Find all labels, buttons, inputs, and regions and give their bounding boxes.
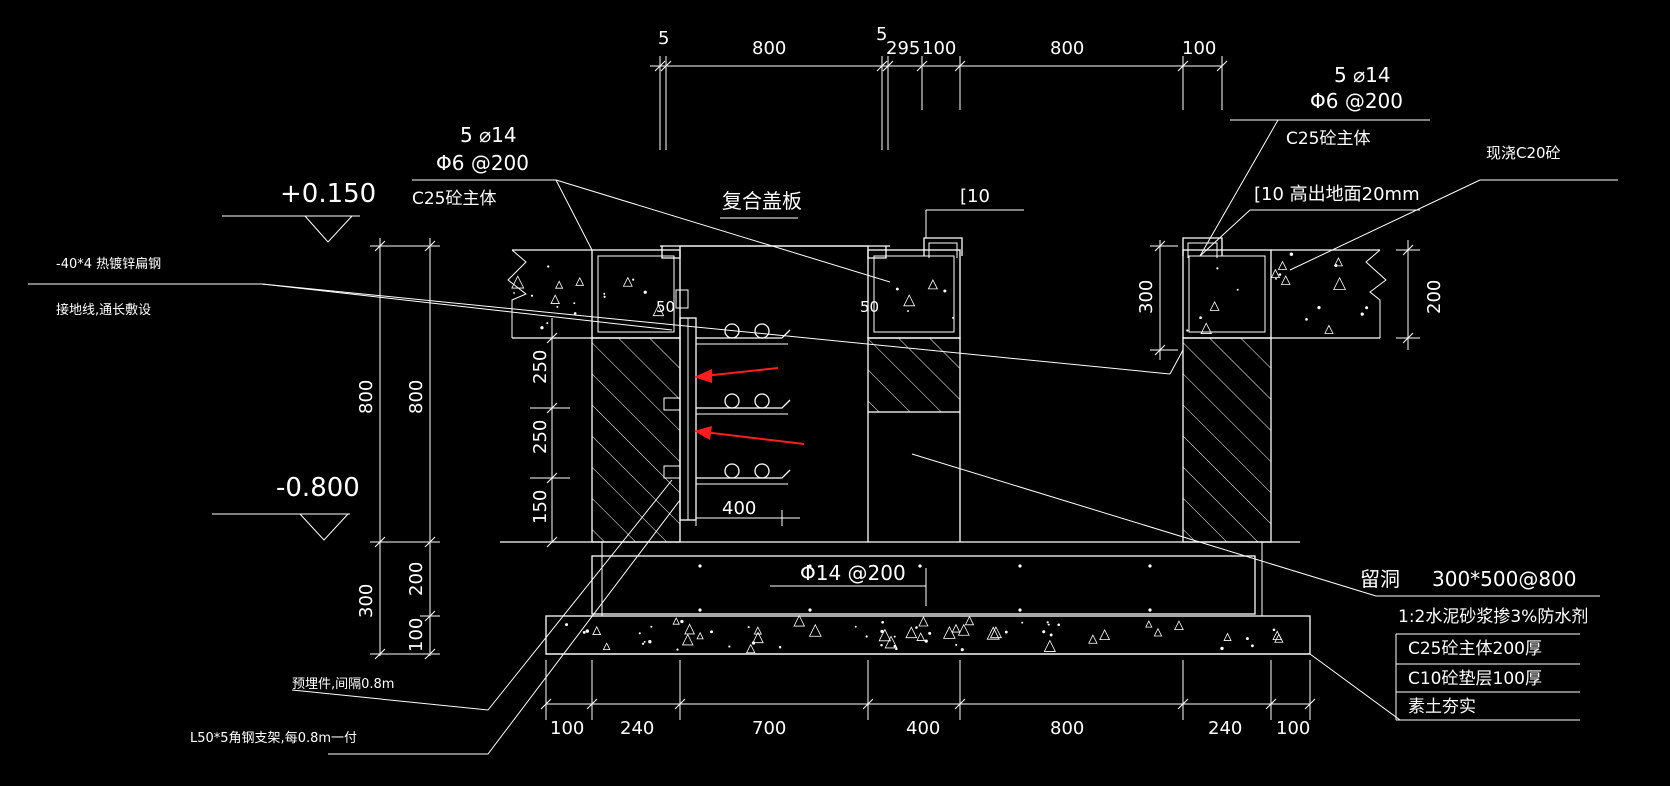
left-rebar-main: 5 ⌀14 bbox=[460, 123, 517, 147]
embedded-part-label: 预埋件,间隔0.8m bbox=[292, 677, 394, 692]
right-wall-hatch bbox=[1182, 337, 1272, 543]
opening-label: 留洞 bbox=[1360, 567, 1400, 591]
left-rebar-callout: 5 ⌀14 Φ6 @200 C25砼主体 bbox=[412, 123, 529, 209]
middle-pier-hatch bbox=[867, 337, 961, 413]
right-rebar-stirrup: Φ6 @200 bbox=[1310, 89, 1403, 113]
right-channel-label: [10 高出地面20mm bbox=[1254, 184, 1420, 205]
flat-steel-label: -40*4 热镀锌扁钢 bbox=[56, 256, 161, 272]
concrete-aggregate bbox=[511, 252, 1369, 654]
bot-dim-800: 800 bbox=[1050, 718, 1084, 739]
channel-steel-label: [10 bbox=[960, 186, 990, 207]
right-dim-200: 200 bbox=[1424, 280, 1445, 314]
cover-plate-label: 复合盖板 bbox=[722, 189, 802, 213]
bot-dim-100b: 100 bbox=[1276, 718, 1310, 739]
inner-dim-250a: 250 bbox=[530, 350, 551, 384]
bot-dim-700: 700 bbox=[752, 718, 786, 739]
left-rebar-stirrup: Φ6 @200 bbox=[436, 151, 529, 175]
right-rebar-callout: 5 ⌀14 Φ6 @200 C25砼主体 [10 高出地面20mm 现浇C20砼 bbox=[1254, 63, 1561, 205]
left-dim-800-outer: 800 bbox=[356, 380, 377, 414]
top-dim-5b: 5 bbox=[876, 24, 887, 45]
top-dim-800b: 800 bbox=[1050, 38, 1084, 59]
component-labels: 复合盖板 [10 -40*4 热镀锌扁钢 接地线,通长敷设 预埋件,间隔0.8m… bbox=[56, 186, 1577, 746]
left-wall-hatch bbox=[591, 337, 681, 543]
layer-soil: 素土夯实 bbox=[1408, 697, 1476, 717]
elevation-bottom: -0.800 bbox=[276, 473, 360, 503]
right-rebar-main: 5 ⌀14 bbox=[1334, 63, 1391, 87]
left-dim-100: 100 bbox=[406, 618, 427, 652]
ground-wire-label: 接地线,通长敷设 bbox=[56, 302, 151, 318]
right-concrete-label: C25砼主体 bbox=[1286, 129, 1371, 149]
trench-structure bbox=[500, 237, 1387, 655]
layer-legend: 1:2水泥砂浆掺3%防水剂 C25砼主体200厚 C10砼垫层100厚 素土夯实 bbox=[1398, 607, 1588, 717]
top-dimension-labels: 5 800 5 295 100 800 100 bbox=[658, 24, 1216, 59]
top-dim-295: 295 bbox=[886, 38, 920, 59]
vertical-dimension-labels: 800 800 300 200 100 250 250 150 300 200 … bbox=[356, 280, 1445, 652]
top-dim-100a: 100 bbox=[922, 38, 956, 59]
layer-c10: C10砼垫层100厚 bbox=[1408, 669, 1542, 689]
left-dim-300: 300 bbox=[356, 584, 377, 618]
bot-dim-240a: 240 bbox=[620, 718, 654, 739]
top-dim-100b: 100 bbox=[1182, 38, 1216, 59]
left-dim-800-inner: 800 bbox=[406, 380, 427, 414]
left-dim-200: 200 bbox=[406, 562, 427, 596]
red-arrows bbox=[694, 367, 805, 445]
left-concrete-label: C25砼主体 bbox=[412, 189, 497, 209]
inner-dim-250b: 250 bbox=[530, 420, 551, 454]
leader-lines bbox=[28, 119, 1618, 755]
layer-mortar: 1:2水泥砂浆掺3%防水剂 bbox=[1398, 607, 1588, 627]
dimension-lines bbox=[212, 56, 1420, 720]
inner-dim-50-right: 50 bbox=[860, 298, 879, 316]
layer-c25: C25砼主体200厚 bbox=[1408, 639, 1542, 659]
base-rebar-label: Φ14 @200 bbox=[800, 561, 906, 585]
elevation-top: +0.150 bbox=[280, 179, 376, 209]
top-dim-800a: 800 bbox=[752, 38, 786, 59]
cast-concrete-label: 现浇C20砼 bbox=[1486, 144, 1561, 162]
bot-dim-400: 400 bbox=[906, 718, 940, 739]
bottom-dimension-labels: 100 240 700 400 800 240 100 bbox=[550, 718, 1310, 739]
elevation-labels: +0.150 -0.800 bbox=[276, 179, 376, 503]
inner-dim-400: 400 bbox=[722, 498, 756, 519]
bot-dim-240b: 240 bbox=[1208, 718, 1242, 739]
top-dim-5a: 5 bbox=[658, 28, 669, 49]
angle-bracket-label: L50*5角钢支架,每0.8m一付 bbox=[190, 730, 357, 746]
bot-dim-100a: 100 bbox=[550, 718, 584, 739]
inner-dim-50-left: 50 bbox=[656, 298, 675, 316]
opening-spec: 300*500@800 bbox=[1432, 567, 1577, 591]
right-dim-300: 300 bbox=[1136, 280, 1157, 314]
inner-dim-150: 150 bbox=[530, 490, 551, 524]
